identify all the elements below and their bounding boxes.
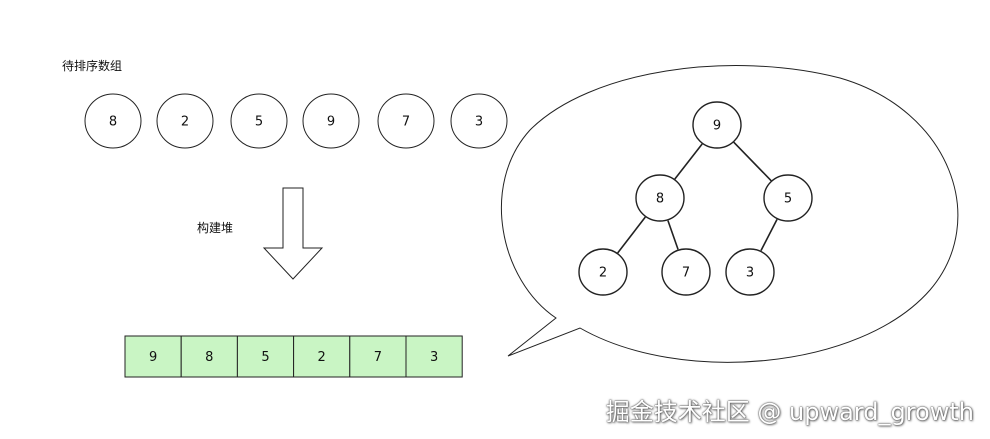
node-circle [578,248,628,296]
input-array-node: 3 [450,93,508,149]
input-array-node: 5 [230,93,288,149]
input-array-node: 2 [156,93,214,149]
heap-array-cell: 2 [293,335,351,378]
node-value: 9 [713,119,721,134]
tree-edge [733,141,772,182]
tree-node: 5 [763,174,813,222]
node-circle [302,93,360,149]
cell-value: 2 [318,350,326,365]
node-circle [635,174,685,222]
heap-array-cell: 7 [349,335,407,378]
cell-value: 8 [205,350,213,365]
node-circle [763,174,813,222]
node-circle [84,93,142,149]
cell-value: 9 [149,350,157,365]
cell-box [236,335,295,378]
cell-box [405,335,463,378]
heap-tree: 9 8 5 2 7 3 [578,101,813,296]
cell-value: 7 [374,350,382,365]
node-circle [377,93,435,149]
build-heap-label: 构建堆 [197,221,234,235]
node-circle [661,248,711,296]
heap-array-cell: 8 [180,335,238,378]
input-array-node: 9 [302,93,360,149]
heap-array-cell: 3 [405,335,463,378]
heap-array-cell: 9 [124,335,182,378]
input-array-label: 待排序数组 [62,59,123,73]
node-circle [230,93,288,149]
node-circle [692,101,742,149]
node-value: 5 [255,115,263,130]
node-circle [725,248,775,296]
node-value: 8 [109,115,117,130]
tree-edge [667,220,679,250]
cell-value: 5 [261,350,269,365]
tree-node: 8 [635,174,685,222]
node-value: 2 [181,115,189,130]
node-value: 2 [599,266,607,281]
node-value: 5 [784,192,792,207]
input-array-node: 8 [84,93,142,149]
heap-array: 9 8 5 2 7 3 [124,335,463,378]
node-circle [450,93,508,149]
speech-bubble [500,65,959,363]
tree-node: 7 [661,248,711,296]
node-value: 7 [402,115,410,130]
tree-node: 9 [692,101,742,149]
tree-node: 3 [725,248,775,296]
cell-box [349,335,407,378]
node-value: 3 [475,115,483,130]
node-circle [156,93,214,149]
node-value: 7 [682,266,690,281]
watermark: 掘金技术社区 @ upward_growth [605,398,974,426]
tree-edge [760,218,778,252]
down-arrow-icon [262,187,324,280]
heap-array-cell: 5 [236,335,295,378]
node-value: 3 [746,266,754,281]
input-array-node: 7 [377,93,435,149]
tree-edge [617,216,646,254]
input-array: 8 2 5 9 7 3 [84,93,508,149]
tree-edge [674,143,703,180]
cell-box [124,335,182,378]
node-value: 8 [656,192,664,207]
tree-node: 2 [578,248,628,296]
node-value: 9 [327,115,335,130]
cell-value: 3 [430,350,438,365]
